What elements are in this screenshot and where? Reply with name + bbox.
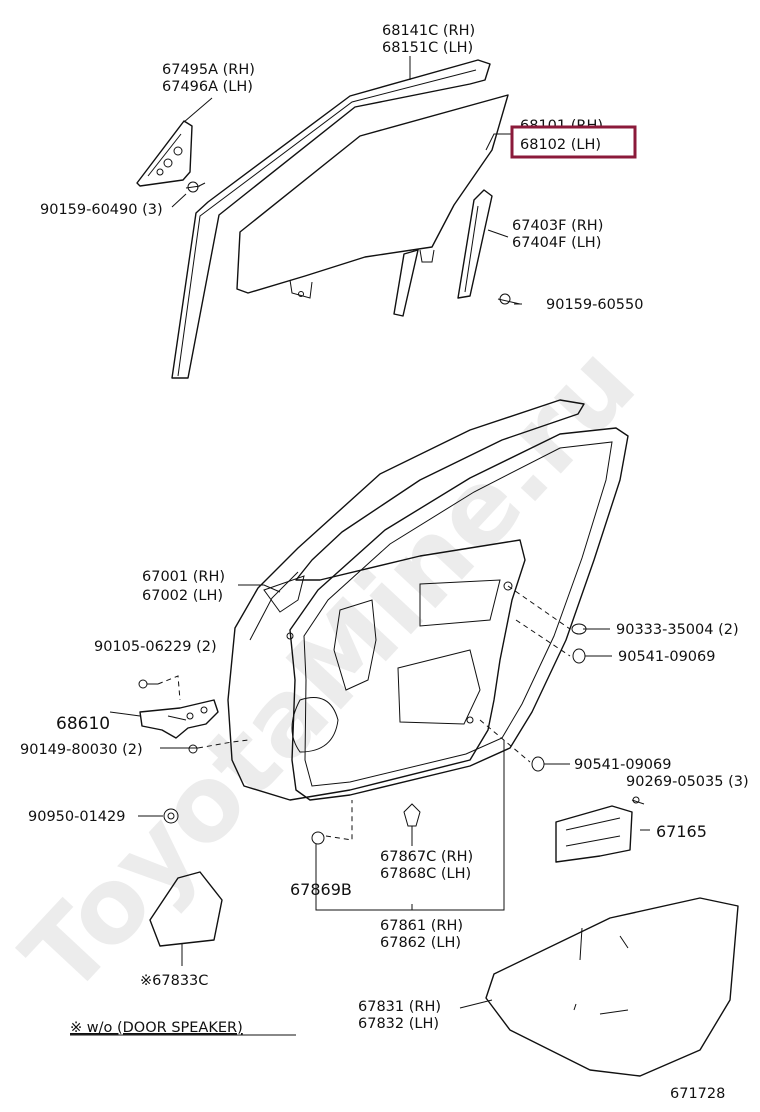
svg-text:67869B: 67869B bbox=[290, 880, 352, 899]
label-67869b[interactable]: 67869B bbox=[290, 880, 352, 899]
svg-text:90541-09069: 90541-09069 bbox=[574, 757, 672, 773]
svg-text:※67833C: ※67833C bbox=[140, 973, 208, 989]
label-90159-60490[interactable]: 90159-60490 (3) bbox=[40, 202, 163, 218]
svg-text:68151C (LH): 68151C (LH) bbox=[382, 40, 473, 56]
svg-text:67868C (LH): 67868C (LH) bbox=[380, 866, 471, 882]
svg-text:67002 (LH): 67002 (LH) bbox=[142, 588, 223, 604]
svg-text:67495A (RH): 67495A (RH) bbox=[162, 62, 255, 78]
label-67831[interactable]: 67831 (RH) bbox=[358, 999, 441, 1015]
svg-text:67403F (RH): 67403F (RH) bbox=[512, 218, 603, 234]
corner-piece bbox=[136, 120, 193, 187]
screw-90159-60550 bbox=[497, 293, 521, 305]
dash-grommets bbox=[479, 585, 571, 763]
service-hole-cover-67831 bbox=[485, 897, 739, 1077]
clip-90541-b bbox=[531, 756, 545, 772]
svg-text:67867C (RH): 67867C (RH) bbox=[380, 849, 473, 865]
label-67403f[interactable]: 67403F (RH) bbox=[512, 218, 603, 234]
rear-channel bbox=[393, 189, 493, 317]
bolt-90149-80030 bbox=[184, 744, 198, 754]
svg-text:68610: 68610 bbox=[56, 714, 110, 734]
label-67862[interactable]: 67862 (LH) bbox=[380, 935, 461, 951]
svg-text:90269-05035 (3): 90269-05035 (3) bbox=[626, 774, 749, 790]
glass-run-channel bbox=[171, 59, 491, 379]
svg-text:90333-35004 (2): 90333-35004 (2) bbox=[616, 622, 739, 638]
svg-text:90950-01429: 90950-01429 bbox=[28, 809, 126, 825]
svg-text:68102 (LH): 68102 (LH) bbox=[520, 137, 601, 153]
label-67495a[interactable]: 67495A (RH) bbox=[162, 62, 255, 78]
part-labels: 68141C (RH) 68151C (LH) 67495A (RH) 6749… bbox=[20, 23, 749, 1102]
svg-text:90149-80030 (2): 90149-80030 (2) bbox=[20, 742, 143, 758]
watermark: ToyotaMine.ru bbox=[0, 322, 659, 1017]
clip-67869b bbox=[311, 831, 325, 845]
label-67833c[interactable]: ※67833C bbox=[140, 973, 208, 989]
door-shell bbox=[227, 399, 585, 801]
note-door-speaker: ※ w/o (DOOR SPEAKER) bbox=[70, 1020, 243, 1036]
leader-lines bbox=[109, 56, 650, 1009]
svg-text:68141C (RH): 68141C (RH) bbox=[382, 23, 475, 39]
label-67868c[interactable]: 67868C (LH) bbox=[380, 866, 471, 882]
svg-text:671728: 671728 bbox=[670, 1086, 725, 1102]
svg-text:67832 (LH): 67832 (LH) bbox=[358, 1016, 439, 1032]
label-67001[interactable]: 67001 (RH) bbox=[142, 569, 225, 585]
screw-90159-60490 bbox=[185, 181, 206, 193]
svg-text:67496A (LH): 67496A (LH) bbox=[162, 79, 253, 95]
svg-text:90159-60490 (3): 90159-60490 (3) bbox=[40, 202, 163, 218]
label-67867c[interactable]: 67867C (RH) bbox=[380, 849, 473, 865]
label-90541-09069-b[interactable]: 90541-09069 bbox=[574, 757, 672, 773]
label-67861[interactable]: 67861 (RH) bbox=[380, 918, 463, 934]
speaker-cover-67833c bbox=[149, 871, 223, 947]
label-68141c[interactable]: 68141C (RH) bbox=[382, 23, 475, 39]
svg-text:90105-06229 (2): 90105-06229 (2) bbox=[94, 639, 217, 655]
label-90149-80030[interactable]: 90149-80030 (2) bbox=[20, 742, 143, 758]
svg-text:※ w/o (DOOR SPEAKER): ※ w/o (DOOR SPEAKER) bbox=[70, 1020, 243, 1036]
dash-hinge bbox=[157, 675, 249, 749]
clip-67867c bbox=[403, 803, 421, 827]
label-90333-35004[interactable]: 90333-35004 (2) bbox=[616, 622, 739, 638]
door-hinge bbox=[139, 699, 219, 739]
bracket-67165 bbox=[555, 805, 633, 863]
plug-90950 bbox=[163, 808, 179, 824]
label-90159-60550[interactable]: 90159-60550 bbox=[546, 297, 644, 313]
door-glass bbox=[236, 94, 509, 299]
svg-text:90541-09069: 90541-09069 bbox=[618, 649, 716, 665]
diagram-id: 671728 bbox=[670, 1086, 725, 1102]
door-weatherstrip bbox=[289, 427, 629, 801]
label-67832[interactable]: 67832 (LH) bbox=[358, 1016, 439, 1032]
svg-text:67831 (RH): 67831 (RH) bbox=[358, 999, 441, 1015]
screw-90269 bbox=[631, 796, 645, 805]
clip-90541-a bbox=[572, 648, 586, 664]
svg-text:67404F (LH): 67404F (LH) bbox=[512, 235, 601, 251]
bolt-90105-06229 bbox=[138, 679, 158, 689]
label-67002[interactable]: 67002 (LH) bbox=[142, 588, 223, 604]
label-68151c[interactable]: 68151C (LH) bbox=[382, 40, 473, 56]
label-90950-01429[interactable]: 90950-01429 bbox=[28, 809, 126, 825]
svg-text:67862 (LH): 67862 (LH) bbox=[380, 935, 461, 951]
svg-text:90159-60550: 90159-60550 bbox=[546, 297, 644, 313]
highlight-box bbox=[510, 125, 637, 159]
svg-text:67861 (RH): 67861 (RH) bbox=[380, 918, 463, 934]
dash-clips bbox=[325, 800, 353, 841]
label-90541-09069-a[interactable]: 90541-09069 bbox=[618, 649, 716, 665]
label-90269-05035[interactable]: 90269-05035 (3) bbox=[626, 774, 749, 790]
label-67496a[interactable]: 67496A (LH) bbox=[162, 79, 253, 95]
label-68102[interactable]: 68102 (LH) bbox=[520, 137, 601, 153]
label-90105-06229[interactable]: 90105-06229 (2) bbox=[94, 639, 217, 655]
svg-text:67165: 67165 bbox=[656, 822, 707, 841]
svg-text:67001 (RH): 67001 (RH) bbox=[142, 569, 225, 585]
label-67404f[interactable]: 67404F (LH) bbox=[512, 235, 601, 251]
label-68610[interactable]: 68610 bbox=[56, 714, 110, 734]
label-67165[interactable]: 67165 bbox=[656, 822, 707, 841]
